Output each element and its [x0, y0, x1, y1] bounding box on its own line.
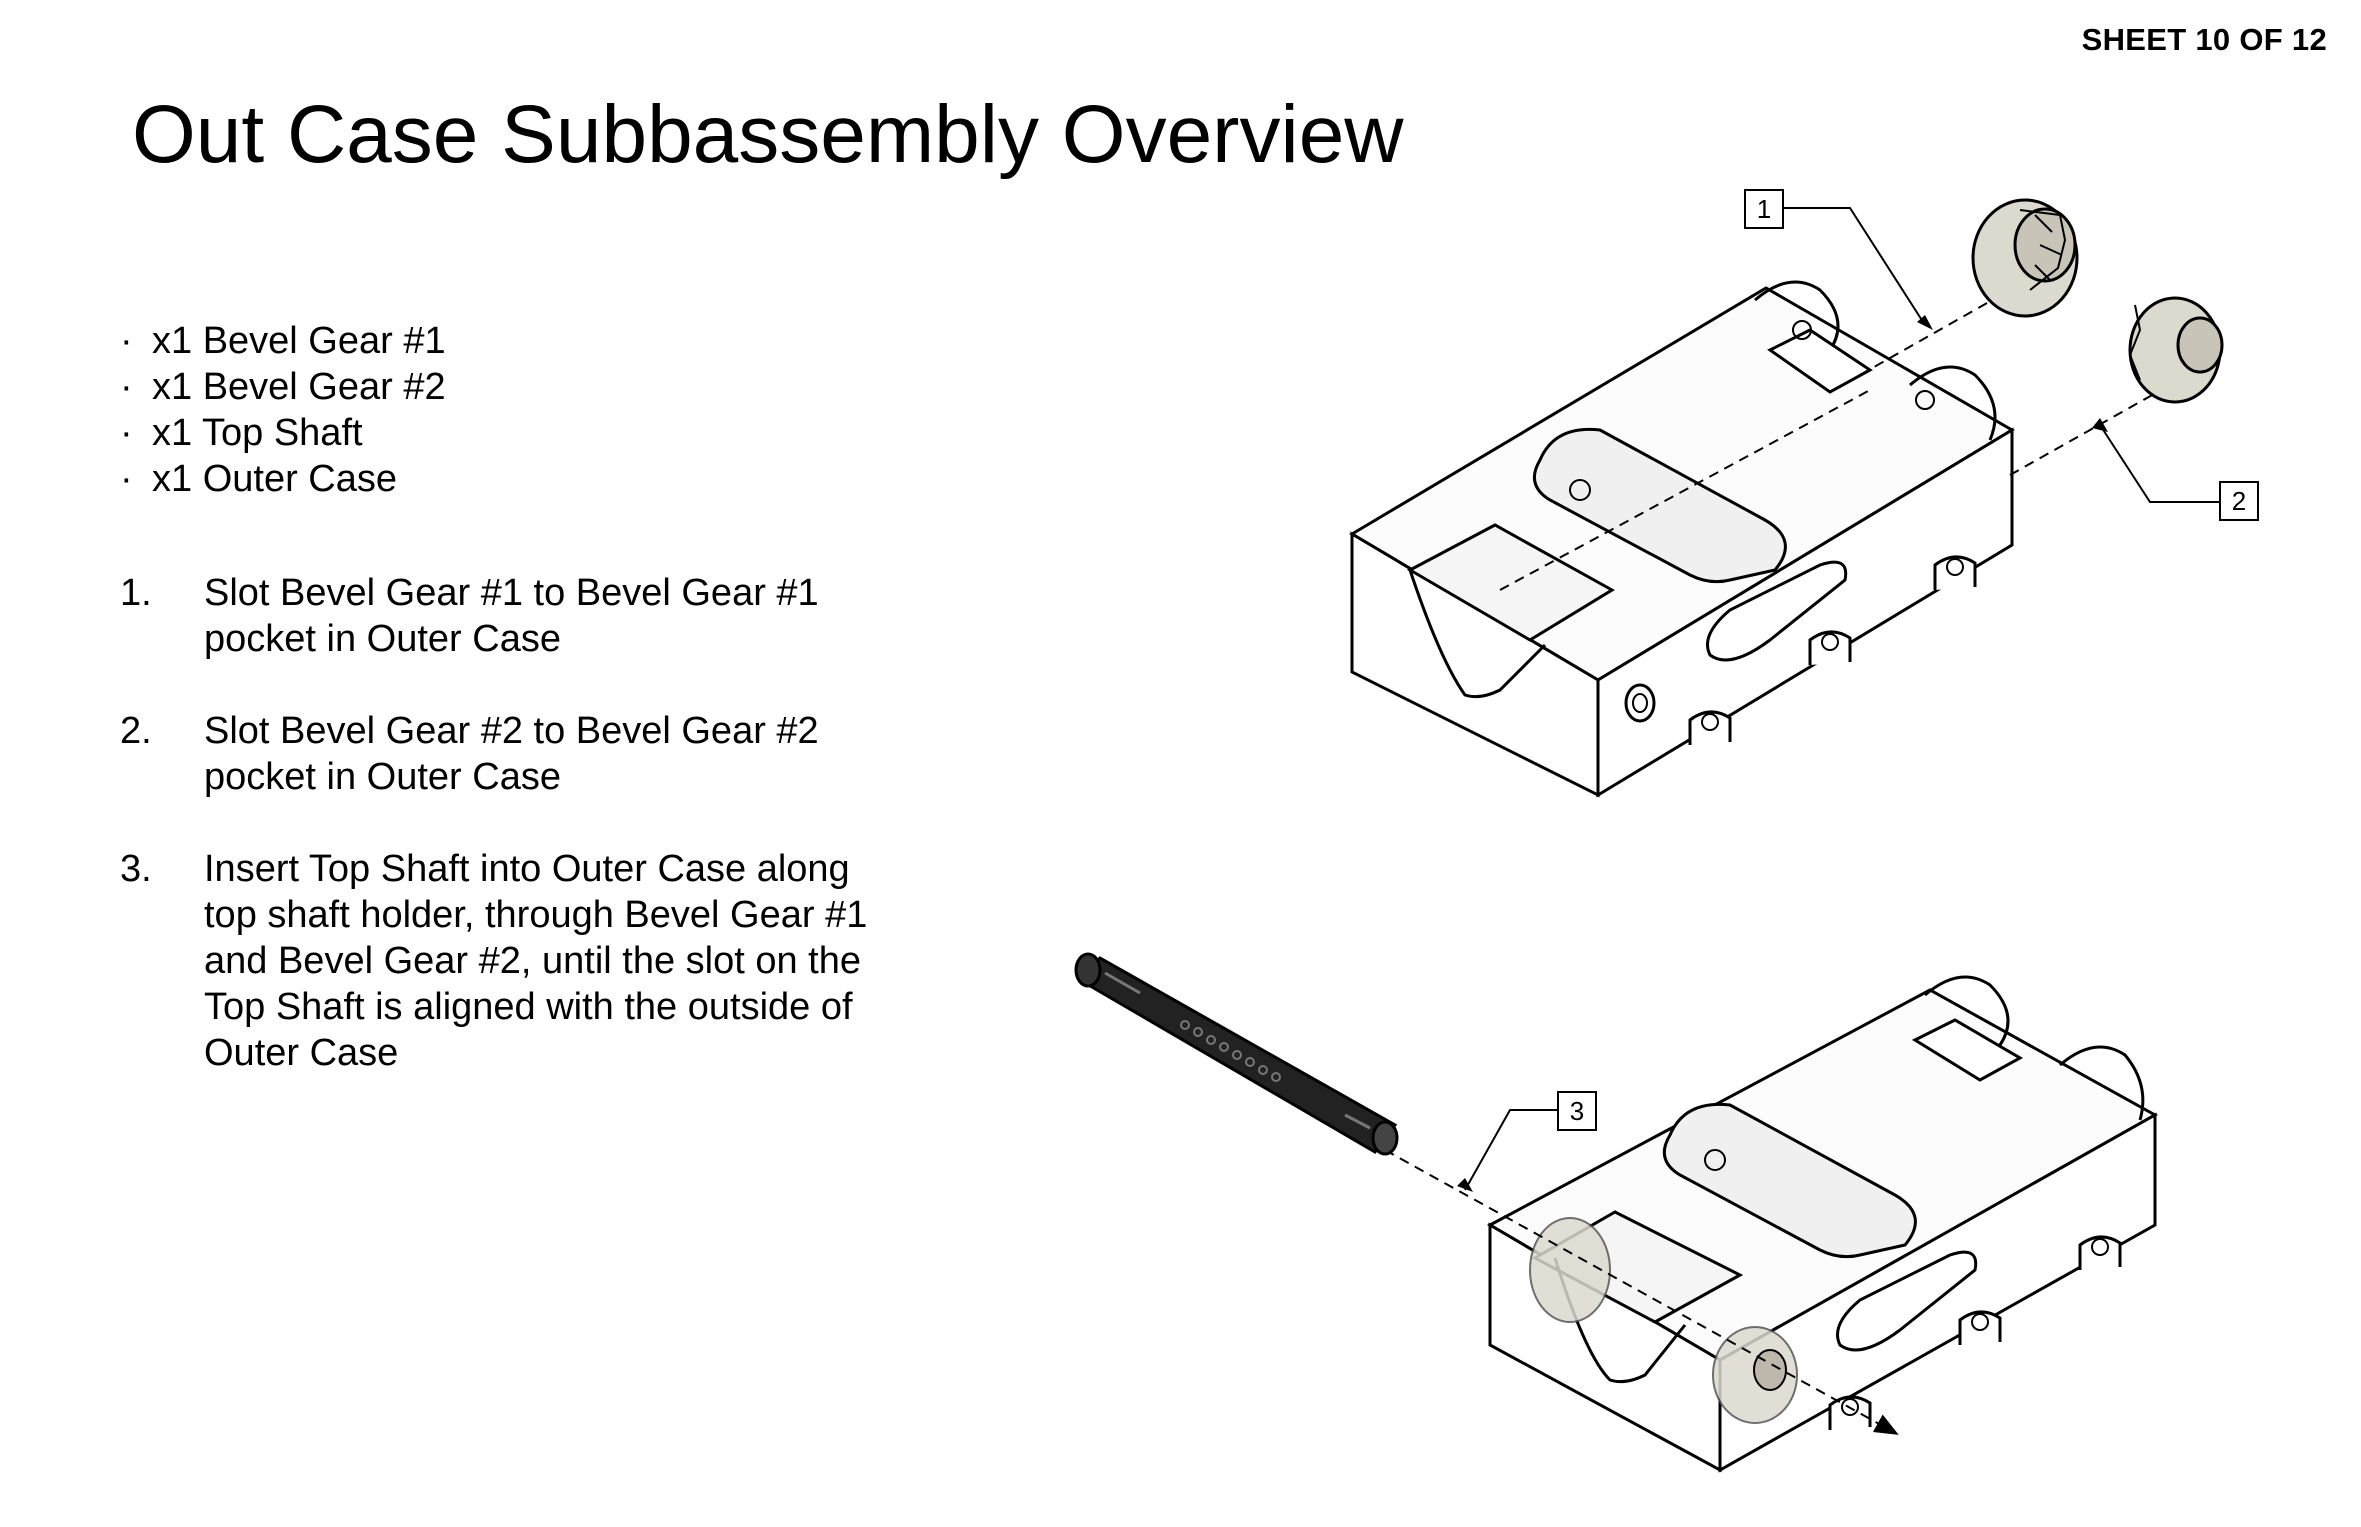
part-text: x1 Bevel Gear #2: [152, 366, 446, 408]
assembly-steps: 1. Slot Bevel Gear #1 to Bevel Gear #1 p…: [120, 570, 880, 1122]
bullet: ·: [120, 412, 133, 454]
step-item: 2. Slot Bevel Gear #2 to Bevel Gear #2 p…: [120, 708, 880, 800]
step-text: Slot Bevel Gear #2 to Bevel Gear #2 pock…: [204, 710, 819, 798]
step-item: 1. Slot Bevel Gear #1 to Bevel Gear #1 p…: [120, 570, 880, 662]
part-text: x1 Bevel Gear #1: [152, 320, 446, 362]
bullet: ·: [120, 320, 133, 362]
bullet: ·: [120, 366, 133, 408]
bullet: ·: [120, 458, 133, 500]
outer-case-upper: [1349, 280, 2015, 798]
callout-1: 1: [1744, 189, 1933, 330]
svg-text:2: 2: [2232, 486, 2246, 516]
page-title: Out Case Subbassembly Overview: [132, 89, 1404, 180]
top-shaft-icon: [1074, 952, 1399, 1156]
list-item: · x1 Outer Case: [120, 456, 446, 502]
step-number: 2.: [120, 710, 152, 752]
part-text: x1 Top Shaft: [152, 412, 363, 454]
svg-text:3: 3: [1570, 1096, 1584, 1126]
parts-list: · x1 Bevel Gear #1 · x1 Bevel Gear #2 · …: [120, 318, 446, 502]
list-item: · x1 Top Shaft: [120, 410, 446, 456]
step-number: 1.: [120, 572, 152, 614]
step-number: 3.: [120, 848, 152, 890]
callout-2: 2: [2092, 418, 2259, 521]
svg-text:1: 1: [1757, 194, 1771, 224]
step-text: Slot Bevel Gear #1 to Bevel Gear #1 pock…: [204, 572, 819, 660]
part-text: x1 Outer Case: [152, 458, 397, 500]
list-item: · x1 Bevel Gear #2: [120, 364, 446, 410]
list-item: · x1 Bevel Gear #1: [120, 318, 446, 364]
step-text: Insert Top Shaft into Outer Case along t…: [204, 848, 868, 1074]
bevel-gear-icon: [1971, 198, 2079, 318]
bevel-gear-icon: [2128, 296, 2224, 404]
callout-3: 3: [1457, 1091, 1597, 1192]
sheet-number: SHEET 10 OF 12: [2081, 22, 2327, 57]
outer-case-lower: [1486, 975, 2159, 1473]
step-item: 3. Insert Top Shaft into Outer Case alon…: [120, 846, 880, 1076]
